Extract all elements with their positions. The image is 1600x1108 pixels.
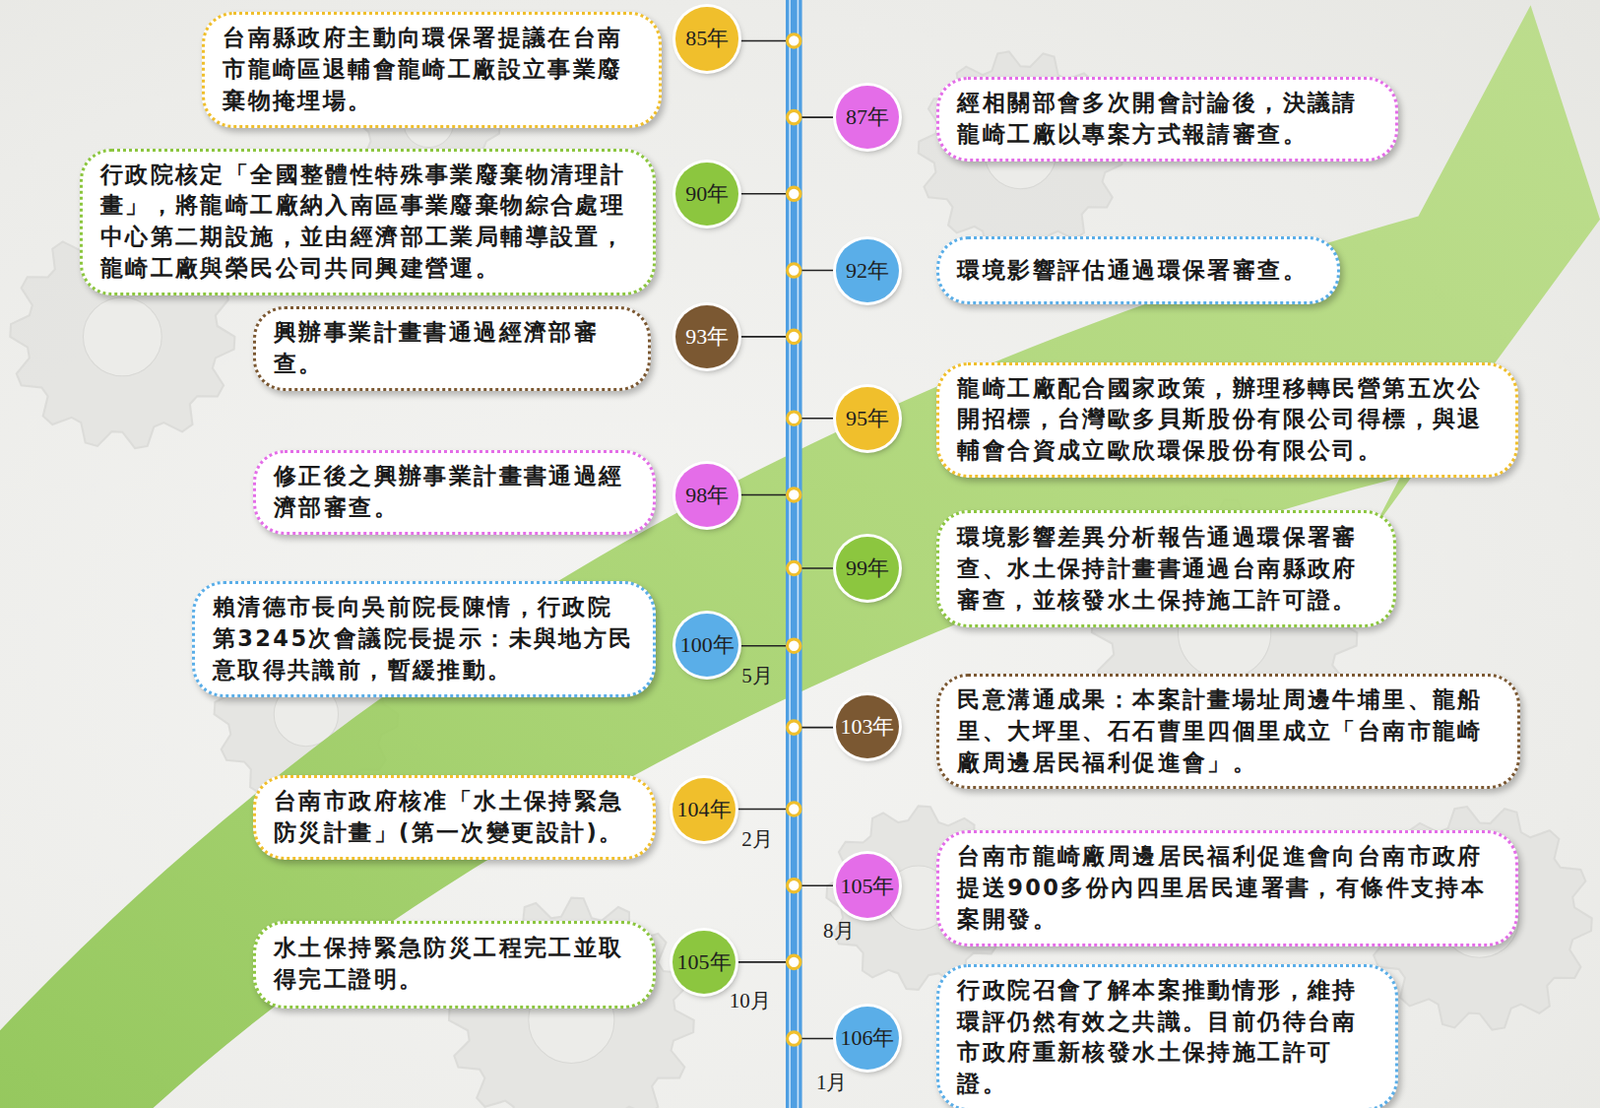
event-text: 修正後之興辦事業計畫書通過經濟部審查。 (273, 460, 636, 524)
month-label: 8月 (823, 916, 855, 945)
event-box: 龍崎工廠配合國家政策，辦理移轉民營第五次公開招標，台灣歐多貝斯股份有限公司得標，… (936, 362, 1519, 479)
timeline-ticks (737, 34, 833, 1046)
axis-dot (787, 110, 801, 124)
year-label: 85年 (685, 23, 729, 54)
event-text: 經相關部會多次開會討論後，決議請龍崎工廠以專案方式報請審查。 (957, 87, 1377, 151)
axis-dot (787, 802, 801, 816)
year-circle: 105年10月 (672, 930, 736, 994)
month-label: 2月 (741, 825, 773, 853)
year-label: 99年 (845, 553, 890, 583)
year-circle: 106年1月 (835, 1006, 899, 1070)
year-label: 100年 (680, 630, 735, 660)
axis-dot (787, 639, 801, 652)
year-circle: 98年 (675, 463, 739, 527)
year-label: 104年 (677, 794, 732, 825)
year-label: 95年 (845, 403, 890, 434)
event-box: 經相關部會多次開會討論後，決議請龍崎工廠以專案方式報請審查。 (936, 76, 1398, 162)
event-text: 環境影響差異分析報告通過環保署審查、水土保持計畫書通過台南縣政府審查，並核發水土… (957, 521, 1375, 617)
axis-dot (787, 1031, 801, 1045)
year-circle: 99年 (835, 536, 899, 600)
year-circle: 92年 (835, 239, 899, 303)
year-label: 105年 (839, 871, 895, 901)
year-circle: 100年5月 (675, 613, 739, 677)
year-label: 105年 (677, 947, 732, 977)
event-box: 行政院召會了解本案推動情形，維持環評仍然有效之共識。目前仍待台南市政府重新核發水… (936, 963, 1398, 1108)
year-circle: 95年 (835, 386, 899, 450)
event-text: 台南縣政府主動向環保署提議在台南市龍崎區退輔會龍崎工廠設立事業廢棄物掩埋場。 (222, 22, 640, 118)
year-label: 106年 (839, 1023, 895, 1053)
year-circle: 105年8月 (835, 853, 899, 917)
year-circle: 90年 (675, 162, 739, 226)
event-box: 環境影響差異分析報告通過環保署審查、水土保持計畫書通過台南縣政府審查，並核發水土… (936, 510, 1396, 628)
event-box: 行政院核定「全國整體性特殊事業廢棄物清理計畫」，將龍崎工廠納入南區事業廢棄物綜合… (79, 148, 657, 297)
tick-line (737, 960, 794, 963)
event-text: 台南市政府核准「水土保持緊急防災計畫」(第一次變更設計)。 (273, 785, 636, 849)
year-label: 92年 (845, 256, 890, 286)
axis-dot (787, 561, 801, 575)
event-text: 行政院核定「全國整體性特殊事業廢棄物清理計畫」，將龍崎工廠納入南區事業廢棄物綜合… (100, 159, 637, 286)
event-text: 環境影響評估通過環保署審查。 (957, 255, 1308, 287)
event-text: 水土保持緊急防災工程完工並取得完工證明。 (273, 932, 636, 996)
axis-dot (787, 34, 801, 48)
axis-dot (787, 187, 801, 200)
event-text: 民意溝通成果：本案計畫場址周邊牛埔里、龍船里、大坪里、石石曹里四個里成立「台南市… (957, 684, 1500, 779)
year-label: 93年 (685, 321, 729, 352)
event-text: 龍崎工廠配合國家政策，辦理移轉民營第五次公開招標，台灣歐多貝斯股份有限公司得標，… (957, 373, 1498, 468)
event-box: 修正後之興辦事業計畫書通過經濟部審查。 (253, 449, 656, 535)
month-label: 1月 (816, 1068, 848, 1096)
year-circle: 103年 (835, 695, 899, 759)
event-box: 台南市龍崎廠周邊居民福利促進會向台南市政府提送900多份內四里居民連署書，有條件… (936, 830, 1519, 947)
event-box: 賴清德市長向吳前院長陳情，行政院第3245次會議院長提示：未與地方民意取得共識前… (192, 580, 657, 698)
axis-dot (787, 720, 801, 734)
timeline-axis-stripe (797, 0, 800, 1108)
event-box: 台南市政府核准「水土保持緊急防災計畫」(第一次變更設計)。 (253, 774, 656, 860)
axis-dot (787, 955, 801, 968)
month-label: 5月 (741, 661, 773, 690)
event-text: 賴清德市長向吳前院長陳情，行政院第3245次會議院長提示：未與地方民意取得共識前… (212, 591, 637, 687)
axis-dot (787, 878, 801, 892)
tick-line (737, 808, 794, 811)
year-circle: 104年2月 (672, 777, 736, 841)
year-label: 90年 (685, 179, 729, 209)
event-text: 行政院召會了解本案推動情形，維持環評仍然有效之共識。目前仍待台南市政府重新核發水… (957, 974, 1377, 1101)
axis-dot (787, 329, 801, 343)
year-label: 98年 (685, 480, 729, 511)
event-box: 台南縣政府主動向環保署提議在台南市龍崎區退輔會龍崎工廠設立事業廢棄物掩埋場。 (201, 11, 661, 128)
event-text: 台南市龍崎廠周邊居民福利促進會向台南市政府提送900多份內四里居民連署書，有條件… (957, 840, 1498, 936)
event-box: 興辦事業計畫書通過經濟部審查。 (253, 306, 651, 391)
axis-dot (787, 411, 801, 425)
axis-dot (787, 488, 801, 502)
axis-dot (787, 263, 801, 277)
event-box: 環境影響評估通過環保署審查。 (936, 236, 1340, 304)
timeline-axis (785, 0, 803, 1108)
year-circle: 87年 (835, 85, 899, 149)
event-box: 水土保持緊急防災工程完工並取得完工證明。 (253, 920, 656, 1009)
year-label: 103年 (839, 711, 895, 742)
month-label: 10月 (729, 986, 771, 1015)
year-label: 87年 (845, 102, 890, 132)
year-circle: 93年 (675, 305, 739, 369)
timeline-axis-stripe (788, 0, 791, 1108)
year-circle: 85年 (675, 6, 739, 70)
event-text: 興辦事業計畫書通過經濟部審查。 (273, 317, 631, 381)
event-box: 民意溝通成果：本案計畫場址周邊牛埔里、龍船里、大坪里、石石曹里四個里成立「台南市… (936, 673, 1521, 790)
